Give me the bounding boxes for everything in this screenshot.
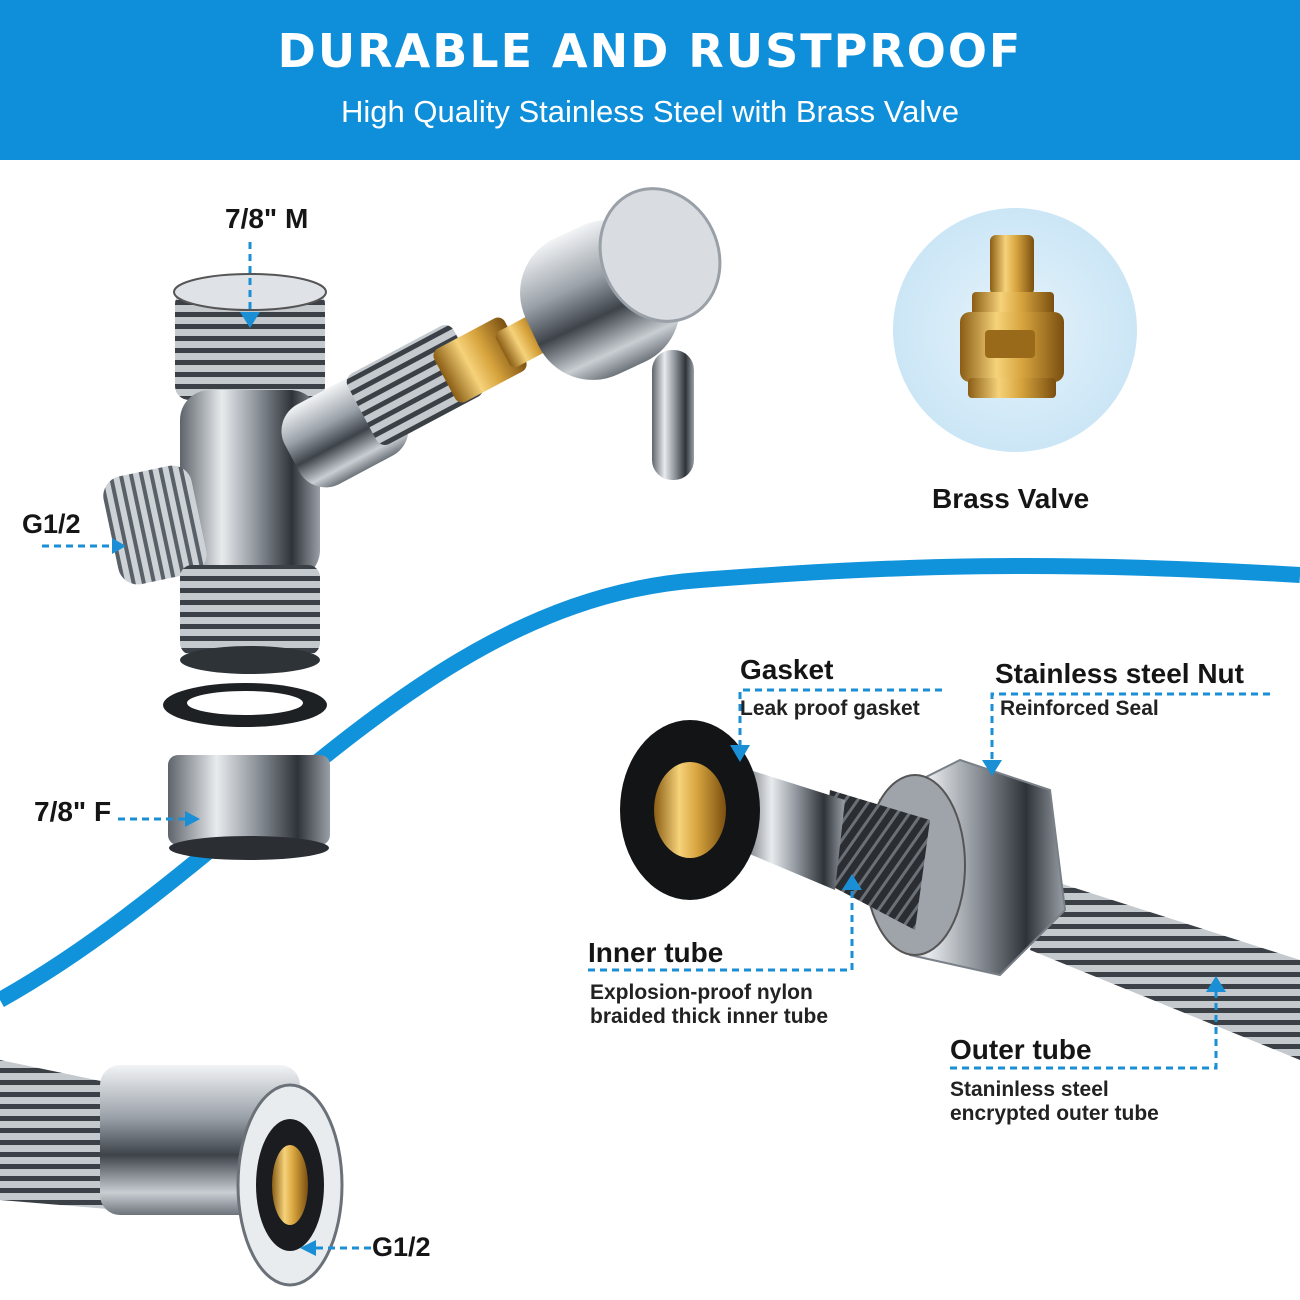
label-gasket-desc: Leak proof gasket [740,697,920,720]
label-outer-desc-2: encrypted outer tube [950,1102,1159,1125]
label-inner-desc-2: braided thick inner tube [590,1005,829,1028]
hose-end-fitting [0,1060,344,1287]
label-side-port: G1/2 [22,509,81,539]
brass-cartridge-icon [960,235,1064,398]
label-hose-end: G1/2 [372,1232,431,1262]
label-inner-title: Inner tube [588,937,724,968]
label-nut-desc: Reinforced Seal [1000,697,1159,720]
diverter-valve [103,187,722,860]
label-outer-desc-1: Staninless steel [950,1078,1109,1101]
label-nut-title: Stainless steel Nut [995,658,1244,689]
label-brass-valve: Brass Valve [932,483,1090,514]
page-title: DURABLE AND RUSTPROOF [277,24,1023,78]
callout-lines [42,242,1270,1250]
hose-assembly [620,720,1300,1060]
label-nut-size: 7/8" F [34,796,112,827]
header-banner: DURABLE AND RUSTPROOF High Quality Stain… [0,0,1300,160]
page-subtitle: High Quality Stainless Steel with Brass … [341,94,959,129]
label-gasket-title: Gasket [740,654,834,685]
label-inner-desc-1: Explosion-proof nylon [590,981,813,1004]
label-outer-title: Outer tube [950,1034,1092,1065]
callout-arrows [112,312,1226,1256]
label-top-inlet: 7/8" M [225,203,309,234]
